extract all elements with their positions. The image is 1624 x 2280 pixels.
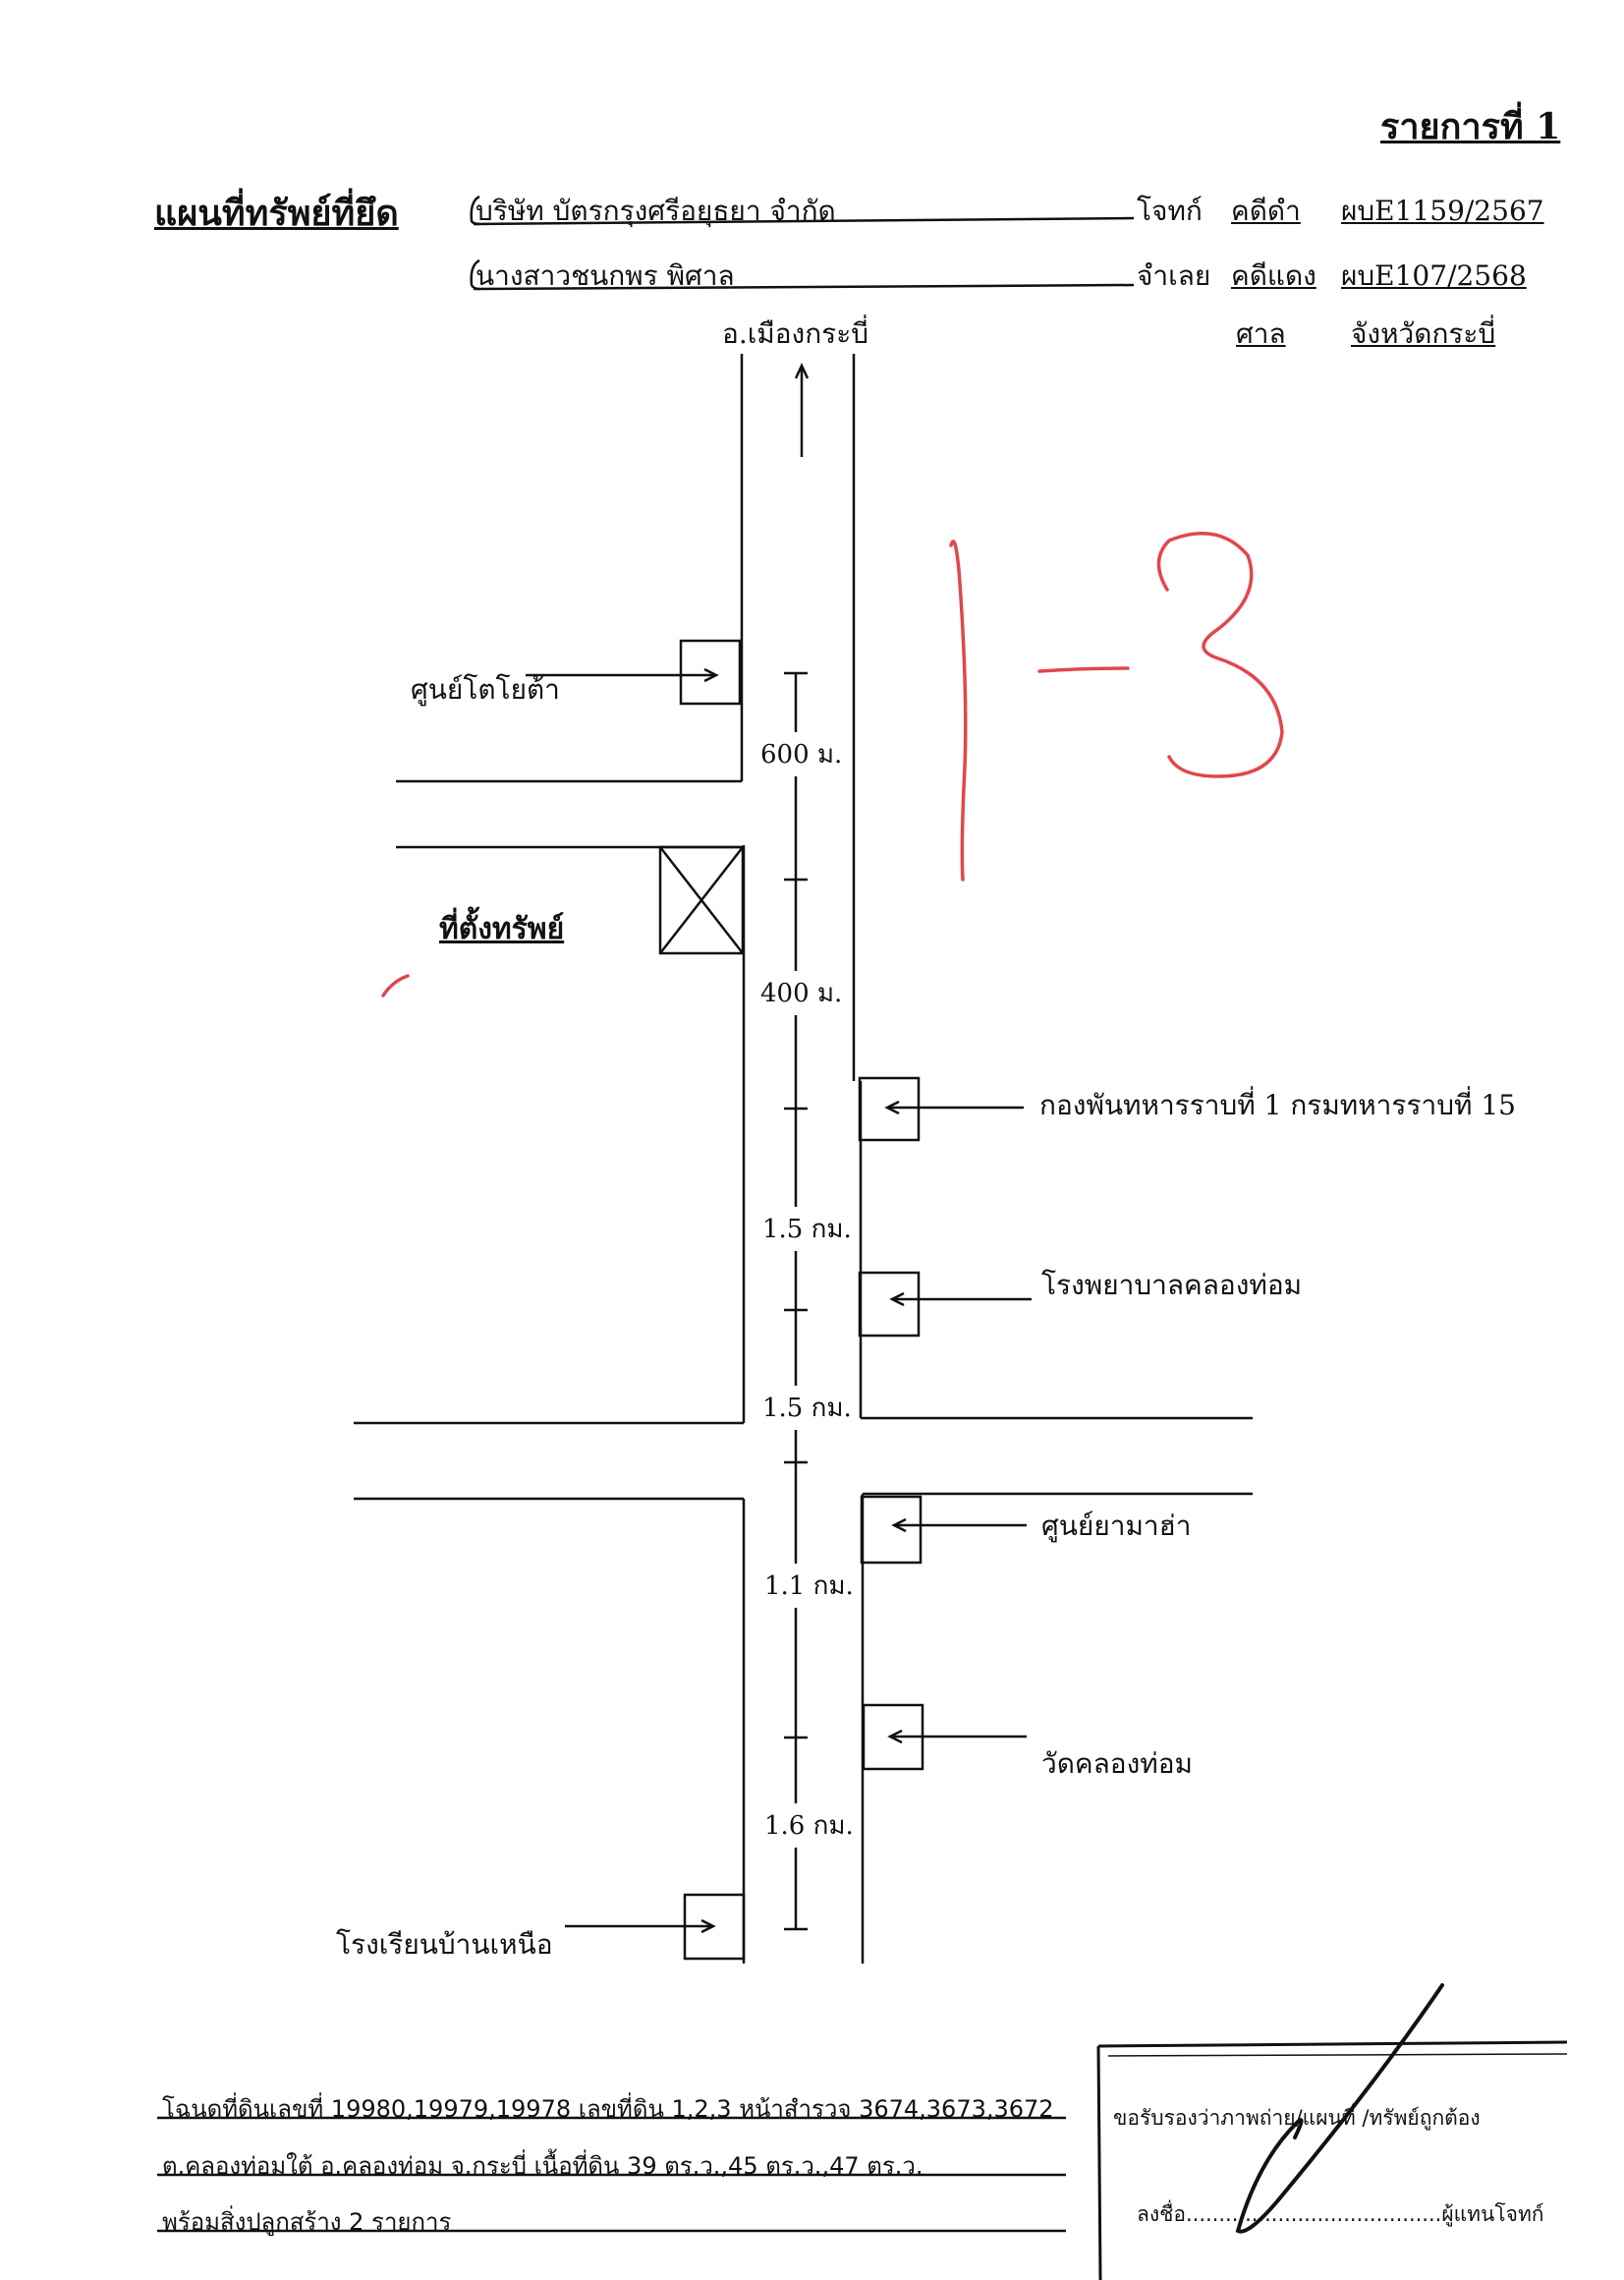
red-case-number: ผบE107/2568 [1341, 259, 1527, 292]
distance-label: 400 ม. [756, 971, 847, 1015]
toyota-box [679, 639, 742, 706]
defendant-role: จำเลย [1137, 259, 1211, 292]
toyota-arrow-head [703, 667, 719, 683]
distance-label: 600 ม. [756, 732, 847, 776]
yamaha-box [860, 1495, 923, 1565]
certification-text: ขอรับรองว่าภาพถ่าย/แผนที่ /ทรัพย์ถูกต้อง [1113, 2106, 1481, 2130]
landmark-yamaha: ศูนย์ยามาฮ่า [1041, 1510, 1192, 1542]
signature [1235, 1983, 1444, 2234]
direction-label: อ.เมืองกระบี่ [722, 317, 869, 350]
defendant-underline [473, 283, 1135, 291]
distance-label: 1.5 กม. [758, 1207, 856, 1251]
deed-line-1: โฉนดที่ดินเลขที่ 19980,19979,19978 เลขที… [162, 2095, 1054, 2123]
hospital-box [858, 1271, 921, 1338]
signature-line: ลงชื่อ..................................… [1137, 2202, 1544, 2226]
landmark-battalion: กองพันทหารราบที่ 1 กรมทหารราบที่ 15 [1039, 1089, 1516, 1121]
property-box [658, 845, 745, 955]
distance-label: 1.6 กม. [760, 1803, 858, 1848]
battalion-arrow-head [884, 1100, 900, 1115]
certify-box-inner-top [1107, 2053, 1568, 2057]
landmark-school: โรงเรียนบ้านเหนือ [336, 1928, 553, 1961]
plaintiff-bracket [470, 195, 480, 226]
handwritten-mark-one [949, 540, 968, 882]
landmark-toyota: ศูนย์โตโยต้า [411, 673, 560, 706]
red-case-label: คดีแดง [1231, 259, 1316, 292]
item-number: รายการที่ 1 [1380, 106, 1561, 147]
distance-label: 1.1 กม. [760, 1564, 858, 1608]
black-case-label: คดีดำ [1231, 195, 1301, 227]
court-label: ศาล [1236, 317, 1286, 350]
property-cross [659, 846, 744, 954]
landmark-temple: วัดคลองท่อม [1041, 1747, 1194, 1780]
distance-label: 1.5 กม. [758, 1386, 856, 1430]
hospital-arrow-head [889, 1291, 905, 1307]
temple-arrow-head [887, 1729, 903, 1744]
certify-box-left [1096, 2045, 1102, 2280]
black-case-number: ผบE1159/2567 [1341, 195, 1544, 227]
north-arrow-head [794, 363, 810, 379]
map-title: แผนที่ทรัพย์ที่ยึด [154, 193, 399, 234]
defendant-bracket [470, 258, 480, 291]
handwritten-tick [381, 974, 410, 998]
school-arrow-head [700, 1918, 716, 1934]
court-name: จังหวัดกระบี่ [1351, 317, 1496, 350]
handwritten-mark-three [1156, 532, 1284, 778]
plaintiff-role: โจทก์ [1137, 195, 1203, 227]
landmark-hospital: โรงพยาบาลคลองท่อม [1041, 1269, 1303, 1301]
deed-line-3: พร้อมสิ่งปลูกสร้าง 2 รายการ [162, 2208, 452, 2236]
certify-box-top [1097, 2040, 1568, 2048]
handwritten-mark-dash [1037, 666, 1130, 673]
property-location-label: ที่ตั้งทรัพย์ [439, 912, 565, 946]
plaintiff-underline [473, 216, 1135, 226]
yamaha-arrow-head [891, 1517, 907, 1533]
battalion-box [858, 1076, 921, 1142]
deed-line-2: ต.คลองท่อมใต้ อ.คลองท่อม จ.กระบี่ เนื้อท… [162, 2152, 924, 2180]
